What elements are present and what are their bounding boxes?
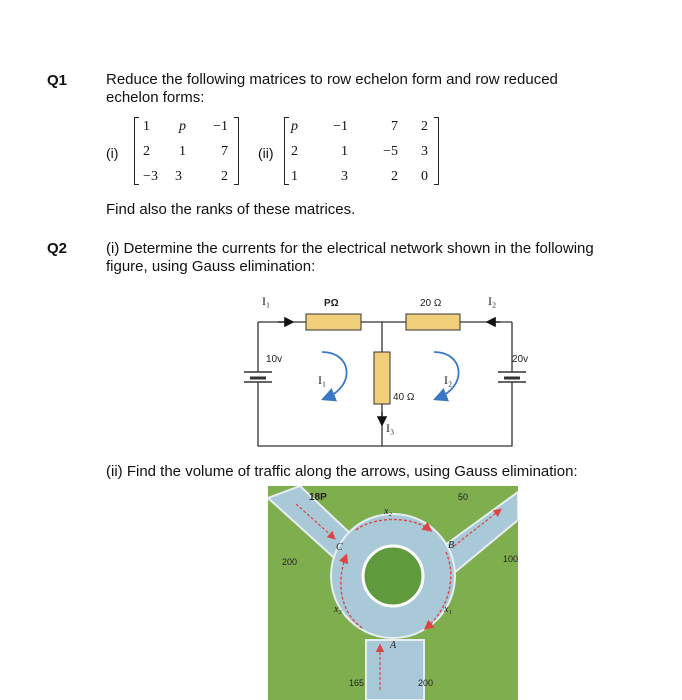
grass-background bbox=[268, 486, 518, 700]
matrix-i-left-bracket bbox=[134, 117, 139, 185]
flow-arrow-x1-icon bbox=[423, 551, 452, 630]
matrix-ii-label: (ii) bbox=[258, 145, 274, 161]
resistor-middle-label: 40 Ω bbox=[393, 392, 415, 403]
matrix-cell: −3 bbox=[143, 169, 158, 184]
matrix-cell: 3 bbox=[341, 169, 348, 184]
flow-arrow-in-left-icon bbox=[295, 503, 336, 540]
matrix-cell: −1 bbox=[213, 119, 228, 134]
matrix-cell: p bbox=[179, 119, 186, 134]
matrix-i-label: (i) bbox=[106, 145, 119, 161]
flow-arrow-x2-icon bbox=[355, 518, 433, 532]
matrix-ii: p −1 7 2 2 1 −5 3 1 3 2 0 bbox=[284, 115, 444, 190]
matrix-cell: −5 bbox=[383, 144, 398, 159]
variable-x3-label: x₃ bbox=[333, 604, 342, 615]
variable-x2-label: x₂ bbox=[383, 506, 392, 517]
matrix-cell: 2 bbox=[221, 169, 228, 184]
node-b-label: B bbox=[448, 540, 454, 551]
loop-label-i2: I₂ bbox=[444, 373, 452, 387]
q1-instruction-line2: echelon forms: bbox=[106, 89, 205, 106]
roundabout-ring bbox=[330, 513, 456, 639]
resistor-left-label: PΩ bbox=[324, 298, 339, 309]
matrix-i: 1 p −1 2 1 7 −3 3 2 bbox=[134, 115, 244, 190]
q1-ranks-instruction: Find also the ranks of these matrices. bbox=[106, 201, 356, 218]
matrix-cell: −1 bbox=[333, 119, 348, 134]
current-label-i2: I₂ bbox=[488, 294, 496, 308]
matrix-cell: 3 bbox=[175, 169, 182, 184]
matrix-cell: 1 bbox=[291, 169, 298, 184]
battery-left-label: 10v bbox=[266, 354, 282, 365]
traffic-label-top-right: 50 bbox=[458, 492, 468, 502]
matrix-cell: 1 bbox=[179, 144, 186, 159]
question-number-q2: Q2 bbox=[47, 240, 68, 257]
q2-part-ii-instruction: (ii) Find the volume of traffic along th… bbox=[106, 463, 578, 480]
resistor-right bbox=[405, 313, 461, 331]
roundabout-island bbox=[361, 544, 425, 608]
roads bbox=[268, 486, 518, 700]
flow-arrow-out-right-icon bbox=[453, 508, 502, 547]
matrix-cell: 7 bbox=[221, 144, 228, 159]
battery-left bbox=[244, 371, 272, 383]
loop-arrow-right-icon bbox=[432, 351, 460, 402]
traffic-label-bottom-left: 165 bbox=[349, 678, 364, 688]
node-a-label: A bbox=[389, 640, 397, 651]
traffic-label-top-left: 18P bbox=[309, 492, 327, 503]
resistor-middle bbox=[373, 351, 391, 405]
matrix-cell: 2 bbox=[143, 144, 150, 159]
matrix-cell: 1 bbox=[341, 144, 348, 159]
battery-right-label: 20v bbox=[512, 354, 528, 365]
matrix-cell: p bbox=[291, 119, 298, 134]
matrix-cell: 0 bbox=[421, 169, 428, 184]
matrix-cell: 2 bbox=[291, 144, 298, 159]
loop-label-i1: I₁ bbox=[318, 373, 326, 387]
q2-part-i-line1: (i) Determine the currents for the elect… bbox=[106, 240, 594, 257]
matrix-i-right-bracket bbox=[234, 117, 239, 185]
matrix-ii-left-bracket bbox=[284, 117, 289, 185]
traffic-label-left: 200 bbox=[282, 557, 297, 567]
loop-arrow-left-icon bbox=[320, 351, 348, 402]
node-c-label: C bbox=[336, 542, 343, 553]
matrix-cell: 2 bbox=[421, 119, 428, 134]
current-label-i1: I₁ bbox=[262, 294, 270, 308]
resistor-left bbox=[305, 313, 362, 331]
q2-part-i-line2: figure, using Gauss elimination: bbox=[106, 258, 316, 275]
matrix-cell: 7 bbox=[391, 119, 398, 134]
current-label-i3: I₃ bbox=[386, 421, 394, 435]
q1-instruction-line1: Reduce the following matrices to row ech… bbox=[106, 71, 558, 88]
traffic-label-right: 100 bbox=[503, 554, 518, 564]
flow-arrow-x3-icon bbox=[338, 553, 363, 629]
matrix-cell: 1 bbox=[143, 119, 150, 134]
resistor-right-label: 20 Ω bbox=[420, 298, 442, 309]
battery-right bbox=[498, 371, 526, 383]
question-number-q1: Q1 bbox=[47, 72, 68, 89]
variable-x1-label: x₁ bbox=[443, 604, 452, 615]
circuit-wires bbox=[257, 321, 513, 447]
matrix-cell: 2 bbox=[391, 169, 398, 184]
matrix-ii-right-bracket bbox=[434, 117, 439, 185]
matrix-cell: 3 bbox=[421, 144, 428, 159]
traffic-label-bottom-right: 200 bbox=[418, 678, 433, 688]
